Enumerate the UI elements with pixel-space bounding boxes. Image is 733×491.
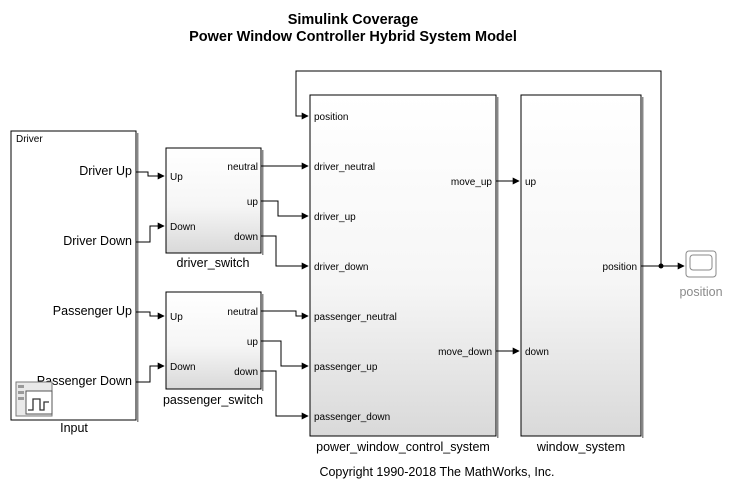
pwcs-out-move-up: move_up xyxy=(451,177,493,188)
window-system-body[interactable] xyxy=(520,94,642,437)
scope-icon xyxy=(685,250,717,278)
signal-editor-icon xyxy=(15,381,53,417)
input-block-name: Input xyxy=(60,421,88,435)
passenger-switch-out-up: up xyxy=(247,337,259,348)
input-signal-driver-down: Driver Down xyxy=(63,234,132,248)
driver-switch-in-up: Up xyxy=(170,172,183,183)
wire-driver-down-out xyxy=(261,235,309,270)
passenger-switch-name: passenger_switch xyxy=(163,393,263,407)
pwcs-in-driver-up: driver_up xyxy=(314,212,356,223)
signal-lines xyxy=(136,70,685,420)
wire-driver-up-out xyxy=(261,200,309,220)
passenger-switch-block[interactable]: Up Down neutral up down passenger_switch xyxy=(163,291,264,407)
input-signal-passenger-down: Passenger Down xyxy=(37,374,132,388)
wire-passenger-up xyxy=(136,311,165,320)
driver-switch-out-down: down xyxy=(234,232,258,243)
input-block-body[interactable] xyxy=(10,130,137,421)
pwcs-in-passenger-neutral: passenger_neutral xyxy=(314,312,397,323)
pwcs-in-passenger-up: passenger_up xyxy=(314,362,378,373)
scope-name: position xyxy=(679,285,722,299)
pwcs-in-driver-down: driver_down xyxy=(314,262,368,273)
wire-passenger-down-out xyxy=(261,370,309,420)
pwcs-in-position: position xyxy=(314,112,348,123)
driver-switch-out-neutral: neutral xyxy=(227,162,258,173)
driver-switch-name: driver_switch xyxy=(177,256,250,270)
passenger-switch-out-neutral: neutral xyxy=(227,307,258,318)
window-system-out-position: position xyxy=(603,262,637,273)
passenger-switch-body[interactable] xyxy=(165,291,262,390)
window-system-in-down: down xyxy=(525,347,549,358)
window-system-in-up: up xyxy=(525,177,537,188)
input-signal-passenger-up: Passenger Up xyxy=(53,304,132,318)
wire-passenger-up-out xyxy=(261,340,309,370)
driver-switch-block[interactable]: Up Down neutral up down driver_switch xyxy=(165,147,264,270)
wire-passenger-down xyxy=(136,362,165,383)
passenger-switch-in-up: Up xyxy=(170,312,183,323)
input-block[interactable]: Driver Driver Up Driver Down Passenger U… xyxy=(10,130,139,435)
scope-block[interactable]: position xyxy=(679,250,723,299)
passenger-switch-in-down: Down xyxy=(170,362,196,373)
diagram-title-line1: Simulink Coverage xyxy=(288,12,419,28)
driver-switch-in-down: Down xyxy=(170,222,196,233)
diagram-title-line2: Power Window Controller Hybrid System Mo… xyxy=(189,29,517,45)
passenger-switch-out-down: down xyxy=(234,367,258,378)
wire-driver-up xyxy=(136,171,165,180)
power-window-control-system-name: power_window_control_system xyxy=(316,440,490,454)
window-system-block[interactable]: up down position window_system xyxy=(520,94,644,454)
pwcs-out-move-down: move_down xyxy=(438,347,492,358)
power-window-control-system-block[interactable]: position driver_neutral driver_up driver… xyxy=(309,94,499,454)
wire-position-feedback xyxy=(295,70,662,266)
power-window-control-system-body[interactable] xyxy=(309,94,497,437)
pwcs-in-driver-neutral: driver_neutral xyxy=(314,162,375,173)
input-signal-driver-up: Driver Up xyxy=(79,164,132,178)
driver-switch-body[interactable] xyxy=(165,147,262,254)
driver-switch-out-up: up xyxy=(247,197,259,208)
pwcs-in-passenger-down: passenger_down xyxy=(314,412,390,423)
wire-passenger-neutral xyxy=(261,310,309,320)
input-block-header: Driver xyxy=(16,134,43,145)
window-system-name: window_system xyxy=(536,440,625,454)
wire-driver-down xyxy=(136,222,165,243)
copyright-text: Copyright 1990-2018 The MathWorks, Inc. xyxy=(319,465,554,479)
